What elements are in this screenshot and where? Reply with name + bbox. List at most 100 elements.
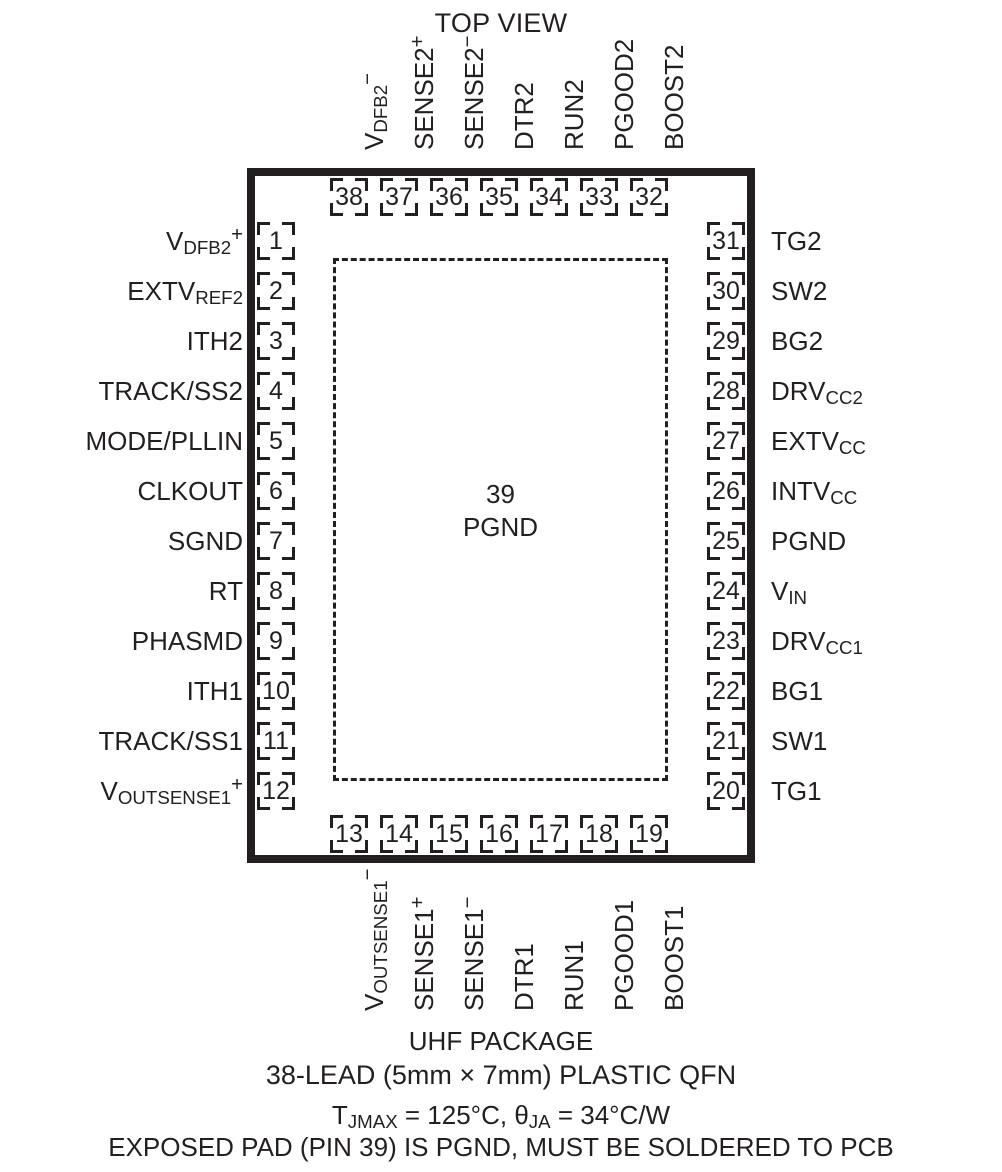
pin-box-25[interactable]: 25 [707,522,745,560]
pin-box-21[interactable]: 21 [707,722,745,760]
pin-box-19[interactable]: 19 [630,815,668,853]
pin-box-16[interactable]: 16 [480,815,518,853]
pin-number: 19 [635,820,663,848]
exposed-pad-label: 39 PGND [333,478,668,544]
pin-box-12[interactable]: 12 [257,772,295,810]
pin-box-3[interactable]: 3 [257,322,295,360]
pin-label-17: RUN1 [559,940,590,1011]
pin-box-corner [282,347,295,360]
pin-number: 36 [435,183,463,211]
pin-box-9[interactable]: 9 [257,622,295,660]
pin-box-24[interactable]: 24 [707,572,745,610]
pin-number: 38 [335,183,363,211]
pin-box-17[interactable]: 17 [530,815,568,853]
pin-box-38[interactable]: 38 [330,178,368,216]
pin-number: 1 [269,227,283,255]
pin-box-corner [732,347,745,360]
pin-box-corner [505,840,518,853]
pin-box-corner [732,747,745,760]
pin-number: 11 [263,727,289,755]
pin-box-corner [330,840,343,853]
pin-box-corner [732,472,745,485]
pin-label-subscript: CC1 [825,637,863,659]
pin-number: 24 [712,577,740,605]
pin-box-5[interactable]: 5 [257,422,295,460]
pin-number: 29 [712,327,740,355]
pin-box-corner [732,797,745,810]
pin-box-7[interactable]: 7 [257,522,295,560]
pin-box-27[interactable]: 27 [707,422,745,460]
pin-box-8[interactable]: 8 [257,572,295,610]
pin-box-13[interactable]: 13 [330,815,368,853]
pin-label-main: MODE/PLLIN [85,426,244,456]
pin-label-main: V [359,993,389,1011]
pin-label-18: PGOOD1 [609,900,640,1011]
pin-box-18[interactable]: 18 [580,815,618,853]
pin-box-corner [282,797,295,810]
pin-label-main: V [166,226,184,256]
pin-box-corner [732,772,745,785]
pin-number: 18 [585,820,613,848]
pin-box-corner [257,522,270,535]
pin-label-superscript: − [356,73,379,85]
pin-box-corner [605,178,618,191]
pin-box-30[interactable]: 30 [707,272,745,310]
pin-box-corner [282,447,295,460]
pin-box-corner [257,297,270,310]
pin-box-corner [480,203,493,216]
pin-box-32[interactable]: 32 [630,178,668,216]
pin-label-subscript: REF2 [195,287,243,309]
pin-box-2[interactable]: 2 [257,272,295,310]
pin-box-corner [530,840,543,853]
pin-box-1[interactable]: 1 [257,222,295,260]
pin-number: 35 [485,183,513,211]
tjmax-value: = 125°C, [397,1100,515,1130]
pin-box-23[interactable]: 23 [707,622,745,660]
pin-box-corner [655,840,668,853]
pin-box-37[interactable]: 37 [380,178,418,216]
pin-box-corner [282,647,295,660]
pin-label-main: SENSE1 [459,908,489,1011]
pin-box-6[interactable]: 6 [257,472,295,510]
pin-label-main: V [100,776,118,806]
pin-box-corner [605,815,618,828]
pin-box-corner [707,797,720,810]
pin-box-corner [707,422,720,435]
pin-box-corner [580,178,593,191]
pin-box-33[interactable]: 33 [580,178,618,216]
pin-label-superscript: − [356,868,379,881]
pin-box-29[interactable]: 29 [707,322,745,360]
pin-box-corner [707,472,720,485]
pin-box-14[interactable]: 14 [380,815,418,853]
pin-box-31[interactable]: 31 [707,222,745,260]
pin-label-main: V [359,132,389,150]
pin-box-corner [707,572,720,585]
pin-box-26[interactable]: 26 [707,472,745,510]
pin-label-subscript: DFB2 [183,237,232,259]
pin-number: 17 [535,820,563,848]
pin-box-corner [732,547,745,560]
pin-box-corner [605,203,618,216]
pin-label-32: BOOST2 [659,45,690,150]
pin-box-28[interactable]: 28 [707,372,745,410]
pin-label-main: RUN2 [559,79,589,150]
pin-box-22[interactable]: 22 [707,672,745,710]
pin-box-35[interactable]: 35 [480,178,518,216]
pin-number: 37 [385,183,413,211]
pin-box-36[interactable]: 36 [430,178,468,216]
pin-box-20[interactable]: 20 [707,772,745,810]
pin-label-3: ITH2 [0,322,243,360]
pin-box-15[interactable]: 15 [430,815,468,853]
pin-label-10: ITH1 [0,672,243,710]
pin-label-superscript: + [231,773,243,796]
pin-label-14: SENSE1+ [407,897,440,1011]
pin-box-corner [282,772,295,785]
pin-box-34[interactable]: 34 [530,178,568,216]
pin-box-10[interactable]: 10 [257,672,295,710]
pin-box-11[interactable]: 11 [257,722,295,760]
pin-label-main: PGND [771,526,847,556]
pin-label-23: DRVCC1 [771,622,863,660]
theta-value: = 34°C/W [550,1100,671,1130]
theta-subscript: JA [528,1111,551,1133]
pin-box-4[interactable]: 4 [257,372,295,410]
